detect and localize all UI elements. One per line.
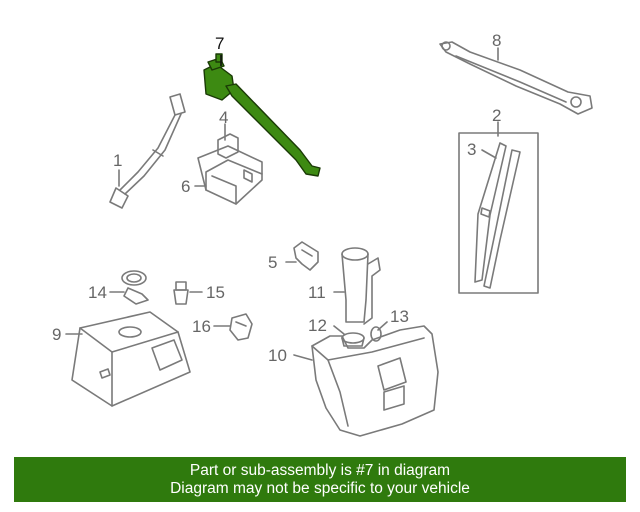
callout-13: 13 [390,307,409,326]
callout-15: 15 [206,283,225,302]
part-8-linkage[interactable] [439,41,593,115]
callout-14: 14 [88,283,107,302]
part-15-sensor[interactable] [173,281,189,305]
callout-2: 2 [492,106,501,125]
part-1-hose[interactable] [109,93,186,209]
callout-6: 6 [181,177,190,196]
part-5-clip[interactable] [293,241,319,271]
part-9-tank[interactable] [71,311,191,407]
callout-10: 10 [268,346,287,365]
banner-line-1: Part or sub-assembly is #7 in diagram [189,461,451,479]
banner-line-2: Diagram may not be specific to your vehi… [170,479,470,497]
callout-7: 7 [215,34,224,53]
callout-11: 11 [308,283,326,302]
part-13-grommet[interactable] [370,326,382,342]
callout-8: 8 [492,31,501,50]
part-7-highlighted[interactable] [203,53,321,177]
part-14-cap[interactable] [121,270,149,305]
info-banner: Part or sub-assembly is #7 in diagram Di… [14,457,626,502]
callout-1: 1 [113,151,122,170]
callout-labels: 1 2 3 4 5 6 7 8 9 10 11 12 13 14 15 16 [52,31,501,365]
part-12-cap[interactable] [341,332,365,347]
callout-4: 4 [219,108,228,127]
part-11-filler-neck[interactable] [341,247,381,325]
callout-3: 3 [467,140,476,159]
callout-16: 16 [192,317,211,336]
part-10-reservoir[interactable] [311,325,439,437]
part-2-wiper-blade-box[interactable] [458,132,539,294]
callout-9: 9 [52,325,61,344]
leader-lines [65,47,499,361]
callout-12: 12 [308,316,327,335]
part-6-module[interactable] [197,133,263,205]
part-16-pump[interactable] [229,313,253,341]
callout-5: 5 [268,253,277,272]
